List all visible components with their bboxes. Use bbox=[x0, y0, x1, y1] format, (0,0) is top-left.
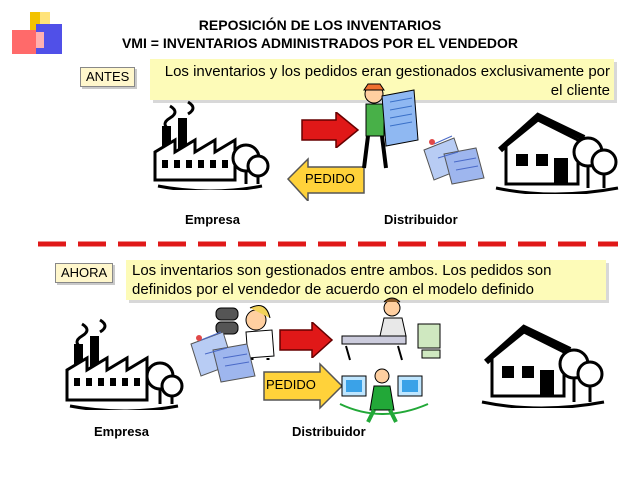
delivery-arrow-right bbox=[301, 112, 360, 148]
section-divider bbox=[38, 241, 618, 247]
factory-icon bbox=[65, 318, 184, 410]
order-arrow-right bbox=[263, 362, 344, 410]
documents-icon bbox=[423, 135, 485, 185]
delivery-arrow-right bbox=[279, 322, 334, 358]
factory-icon bbox=[153, 100, 270, 190]
ahora-tag: AHORA bbox=[55, 263, 114, 283]
binoculars-person-icon bbox=[215, 305, 275, 360]
order-label: PEDIDO bbox=[305, 171, 355, 186]
store-icon bbox=[495, 112, 619, 194]
documents-icon bbox=[190, 331, 256, 383]
logo-squares-graphic bbox=[12, 12, 62, 54]
distributor-person-icon bbox=[362, 83, 419, 169]
order-arrow-left bbox=[286, 157, 365, 201]
antes-tag: ANTES bbox=[80, 67, 136, 87]
store-icon bbox=[481, 324, 605, 408]
order-label: PEDIDO bbox=[266, 377, 316, 392]
desk-worker-icon bbox=[341, 297, 441, 361]
page-subtitle: VMI = INVENTARIOS ADMINISTRADOS POR EL V… bbox=[121, 35, 519, 51]
page-title: REPOSICIÓN DE LOS INVENTARIOS bbox=[198, 17, 442, 33]
company-label: Empresa bbox=[94, 424, 149, 439]
company-label: Empresa bbox=[185, 212, 240, 227]
distributor-label: Distribuidor bbox=[384, 212, 458, 227]
distributor-label: Distribuidor bbox=[292, 424, 366, 439]
ahora-note: Los inventarios son gestionados entre am… bbox=[126, 260, 606, 300]
computers-network-icon bbox=[339, 368, 429, 423]
